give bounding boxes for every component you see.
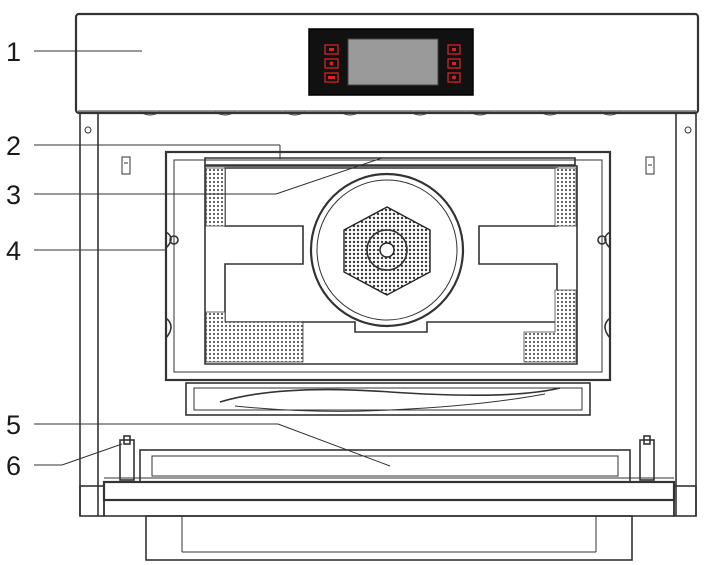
callout-4: 4 (6, 236, 21, 266)
callout-5: 5 (6, 410, 21, 440)
base-plinth (145, 515, 633, 561)
control-panel-housing (74, 12, 700, 116)
oven-door (79, 449, 697, 517)
cabinet-frame (79, 113, 697, 516)
rack-support-right-icon (597, 231, 611, 339)
callout-2: 2 (6, 131, 21, 161)
callout-6: 6 (6, 451, 21, 481)
control-display-module (308, 28, 474, 96)
callout-leaders (34, 50, 391, 467)
callout-1: 1 (6, 37, 21, 67)
hinge-right (639, 435, 655, 481)
callout-3: 3 (6, 180, 21, 210)
display-screen (347, 38, 439, 86)
cavity-floor (185, 379, 591, 416)
right-control-buttons-icon (447, 44, 461, 83)
rack-support-left-icon (165, 231, 179, 339)
rear-wall (204, 165, 578, 365)
top-heating-element (204, 157, 576, 166)
hinge-left (119, 435, 135, 481)
fan-cover (309, 172, 465, 328)
left-control-buttons-icon (324, 44, 339, 83)
oven-cavity (164, 150, 612, 382)
